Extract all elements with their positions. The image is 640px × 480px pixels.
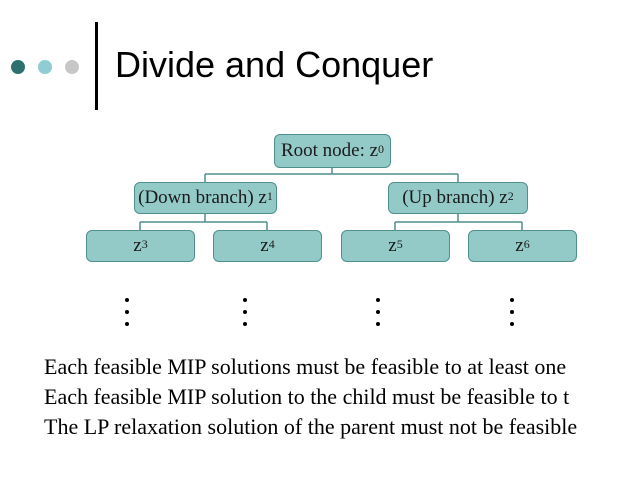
body-line-2: Each feasible MIP solution to the child … — [44, 384, 570, 409]
title-divider — [95, 22, 98, 110]
continuation-dots — [374, 298, 382, 334]
continuation-dots — [123, 298, 131, 334]
leaf-label: z — [388, 235, 397, 256]
up-branch-sup: 2 — [507, 188, 514, 203]
up-branch-label: (Up branch) z — [402, 187, 508, 208]
root-node-sup: 0 — [378, 141, 385, 156]
dot-dark — [11, 60, 25, 74]
leaf-sup: 5 — [396, 236, 403, 251]
body-text: Each feasible MIP solutions must be feas… — [0, 340, 640, 450]
body-line-3: The LP relaxation solution of the parent… — [44, 414, 578, 439]
slide-title: Divide and Conquer — [115, 44, 434, 85]
body-line-1: Each feasible MIP solutions must be feas… — [44, 354, 567, 379]
dot-mid — [38, 60, 52, 74]
leaf-label: z — [260, 235, 269, 256]
leaf-label: z — [133, 235, 142, 256]
leaf-sup: 3 — [141, 236, 148, 251]
continuation-dots — [508, 298, 516, 334]
leaf-sup: 4 — [268, 236, 275, 251]
leaf-label: z — [515, 235, 524, 256]
leaf-sup: 6 — [523, 236, 530, 251]
dot-light — [65, 60, 79, 74]
root-node-label: Root node: z — [280, 140, 379, 161]
continuation-dots — [241, 298, 249, 334]
down-branch-label: (Down branch) z — [138, 187, 267, 208]
down-branch-sup: 1 — [266, 188, 273, 203]
